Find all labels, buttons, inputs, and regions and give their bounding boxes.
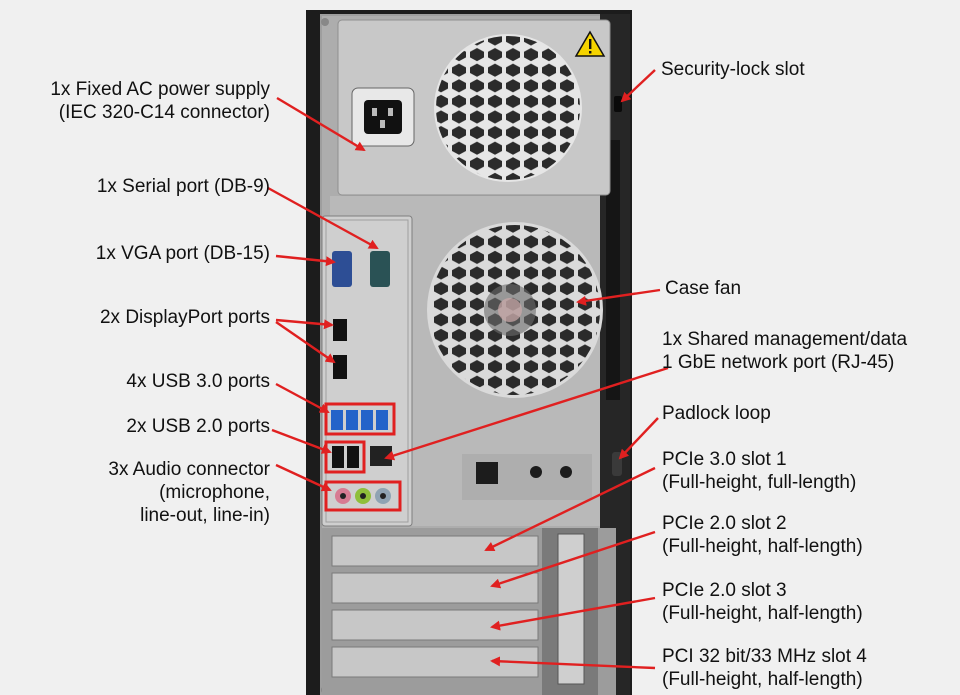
label-usb3: 4x USB 3.0 ports — [126, 371, 270, 392]
arrow-padlock — [618, 417, 659, 460]
psu-fan-icon — [436, 36, 580, 180]
security-slot-icon — [614, 96, 622, 112]
ac-power-connector — [364, 100, 402, 134]
audio-jacks — [324, 480, 402, 512]
expansion-slots — [322, 528, 616, 695]
arrow-slot1 — [484, 466, 656, 552]
arrow-slot3 — [490, 596, 656, 631]
label-pci-slot4: PCI 32 bit/33 MHz slot 4 (Full-height, h… — [662, 646, 867, 690]
label-displayport: 2x DisplayPort ports — [99, 307, 270, 328]
displayport-icon — [333, 319, 347, 341]
arrow-security — [620, 69, 656, 103]
power-supply-unit — [337, 19, 611, 196]
arrow-usb2 — [271, 428, 332, 454]
arrow-usb3 — [275, 382, 330, 414]
arrow-fan — [576, 288, 661, 306]
label-case-fan: Case fan — [665, 278, 742, 299]
label-security-lock: Security-lock slot — [661, 59, 805, 80]
label-power-supply: 1x Fixed AC power supply (IEC 320-C14 co… — [50, 79, 270, 123]
arrow-slot4 — [490, 656, 656, 670]
io-ports — [324, 251, 402, 512]
usb-port-icon — [331, 410, 343, 430]
arrow-power — [276, 96, 366, 152]
warning-triangle-icon — [574, 30, 606, 57]
arrow-dp2 — [275, 321, 336, 364]
arrow-vga — [275, 254, 336, 267]
arrow-slot2 — [490, 530, 656, 589]
label-vga-port: 1x VGA port (DB-15) — [95, 243, 270, 264]
label-usb2: 2x USB 2.0 ports — [126, 416, 270, 437]
arrow-network — [384, 366, 669, 461]
mounting-screw-icon — [476, 462, 498, 484]
padlock-loop-icon — [612, 452, 622, 476]
vga-port-icon — [332, 251, 352, 287]
rear-panel — [321, 96, 622, 527]
usb2-ports — [324, 440, 366, 474]
label-padlock: Padlock loop — [662, 403, 771, 424]
callout-arrows — [267, 69, 669, 670]
label-serial-port: 1x Serial port (DB-9) — [96, 176, 270, 197]
arrow-serial — [267, 186, 379, 250]
label-pcie-slot1: PCIe 3.0 slot 1 (Full-height, full-lengt… — [662, 449, 857, 493]
label-pcie-slot3: PCIe 2.0 slot 3 (Full-height, half-lengt… — [662, 580, 863, 624]
label-audio: 3x Audio connector (microphone, line-out… — [108, 459, 270, 526]
label-network: 1x Shared management/data 1 GbE network … — [662, 329, 908, 373]
arrow-dp1 — [275, 318, 334, 330]
usb3-ports — [324, 402, 396, 436]
serial-port-icon — [370, 251, 390, 287]
arrow-audio — [275, 463, 332, 492]
label-pcie-slot2: PCIe 2.0 slot 2 (Full-height, half-lengt… — [662, 513, 863, 557]
